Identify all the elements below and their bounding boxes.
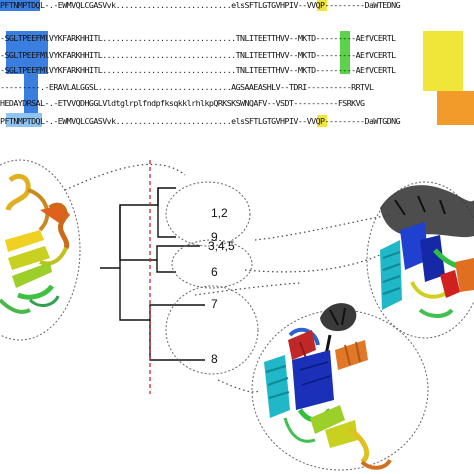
structure-ellipse-bottom [251, 309, 429, 471]
leaf-label-7: 7 [211, 297, 218, 311]
connector-left [64, 163, 186, 191]
protein-structure-right [380, 185, 474, 318]
alignment-row-2: -SGLTPEEFMlVYKFARKHHITL.................… [0, 33, 396, 43]
hl-green-block [340, 31, 350, 74]
leaf-label-8: 8 [211, 352, 218, 366]
branch-mid [119, 205, 176, 261]
structure-ellipse-left [0, 159, 81, 341]
hl-blue-block [6, 31, 48, 74]
hl-blue-top [0, 0, 40, 11]
branch-6 [156, 260, 176, 273]
hl-yellow-top [317, 0, 327, 11]
connector-right-mid [244, 254, 381, 273]
structure-ellipse-right [366, 181, 474, 339]
cluster-ellipse-1 [165, 181, 251, 247]
branch-root-top [100, 187, 176, 269]
alignment-row-1: PFTNMPTDQL-.-EWMVQLCGASVvk..............… [0, 0, 401, 10]
branch-lower [119, 268, 205, 321]
connector-bottom-top [194, 282, 301, 296]
branch-9 [157, 188, 176, 238]
alignment-row-4: -SGLTPEEFMlVYKFARKHHITL.................… [0, 65, 396, 75]
hl-yellow-bot [317, 115, 327, 127]
leaf-label-9: 9 [211, 230, 218, 244]
branch-8 [149, 320, 205, 361]
alignment-row-3: -SGLTPEEFMlVYKFARKHHITL.................… [0, 50, 396, 60]
connector-bottom [217, 379, 261, 393]
hl-orange-right [437, 91, 474, 125]
connectors [64, 163, 391, 393]
leaf-label-1-2: 1,2 [211, 206, 228, 220]
alignment-row-7: PFTNMPTDQL-.-EWMVQLCGASVvk..............… [0, 116, 401, 126]
cluster-ellipse-3 [165, 285, 259, 375]
cluster-ellipse-2 [171, 239, 253, 289]
connector-right-top [254, 214, 391, 241]
cluster-ellipses [0, 159, 474, 471]
hl-yellow-right [423, 31, 463, 91]
tree-branches [100, 187, 205, 361]
alignment-row-5: ---------.-ERAVLALGGSL..................… [0, 82, 374, 92]
leaf-label-3-4-5: 3,4,5 [208, 239, 235, 253]
hl-lblue-bottom [6, 113, 42, 127]
protein-structure-left [0, 173, 70, 314]
leaf-label-6: 6 [211, 265, 218, 279]
protein-structure-bottom [264, 303, 392, 470]
alignment-row-6: HEDAYDRSAL-.-ETVVQDHGGLVldtglrplfndpfksq… [0, 98, 365, 108]
hl-blue-stem [24, 74, 38, 114]
